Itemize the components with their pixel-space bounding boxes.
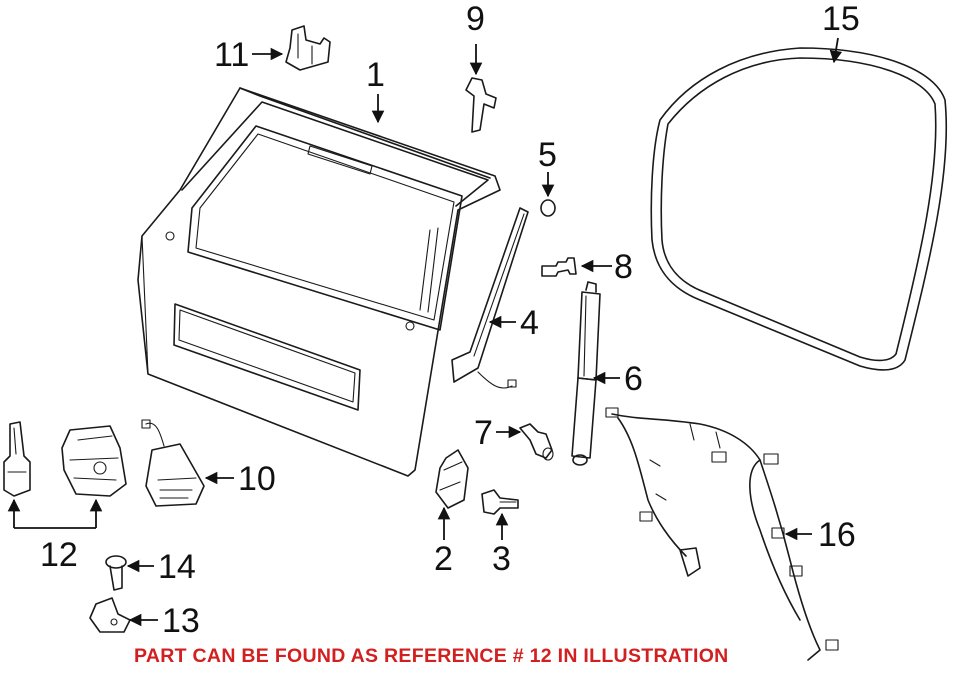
callout-8: 8 <box>614 248 633 286</box>
leader-15 <box>829 37 843 64</box>
callout-5: 5 <box>538 136 557 174</box>
lift-support-strut-part <box>571 281 601 466</box>
handle-part <box>141 419 205 507</box>
callout-2: 2 <box>434 540 453 578</box>
callout-16: 16 <box>818 516 856 554</box>
callout-numbers: 1 2 3 4 5 6 7 8 9 10 11 12 13 14 15 16 <box>40 0 860 640</box>
callout-6: 6 <box>624 360 643 398</box>
callout-14: 14 <box>158 548 196 586</box>
plug-part <box>540 199 556 217</box>
leader-lines <box>7 37 843 627</box>
clip-bracket-part <box>89 597 131 633</box>
callout-15: 15 <box>822 0 860 38</box>
hinge-part <box>285 25 331 71</box>
bolt-part-3 <box>481 489 519 515</box>
liftgate-part <box>137 87 501 477</box>
callout-10: 10 <box>238 460 276 498</box>
callout-4: 4 <box>520 304 539 342</box>
weatherstrip-part <box>650 47 948 371</box>
callout-1: 1 <box>366 56 385 94</box>
callout-11: 11 <box>214 36 249 74</box>
callout-9: 9 <box>466 0 485 38</box>
callout-7: 7 <box>474 414 493 452</box>
bolt-part <box>519 423 554 461</box>
bracket-part <box>465 77 497 133</box>
ball-stud-part <box>541 257 577 277</box>
callout-3: 3 <box>492 540 511 578</box>
bumper-part <box>435 449 469 509</box>
trim-molding-part <box>451 207 529 389</box>
reference-note: PART CAN BE FOUND AS REFERENCE # 12 IN I… <box>134 645 729 667</box>
callout-12: 12 <box>40 536 78 574</box>
pin-part <box>105 555 127 591</box>
callout-13: 13 <box>162 602 200 640</box>
latch-assembly-part <box>3 421 127 497</box>
wiring-harness-part <box>605 407 839 661</box>
